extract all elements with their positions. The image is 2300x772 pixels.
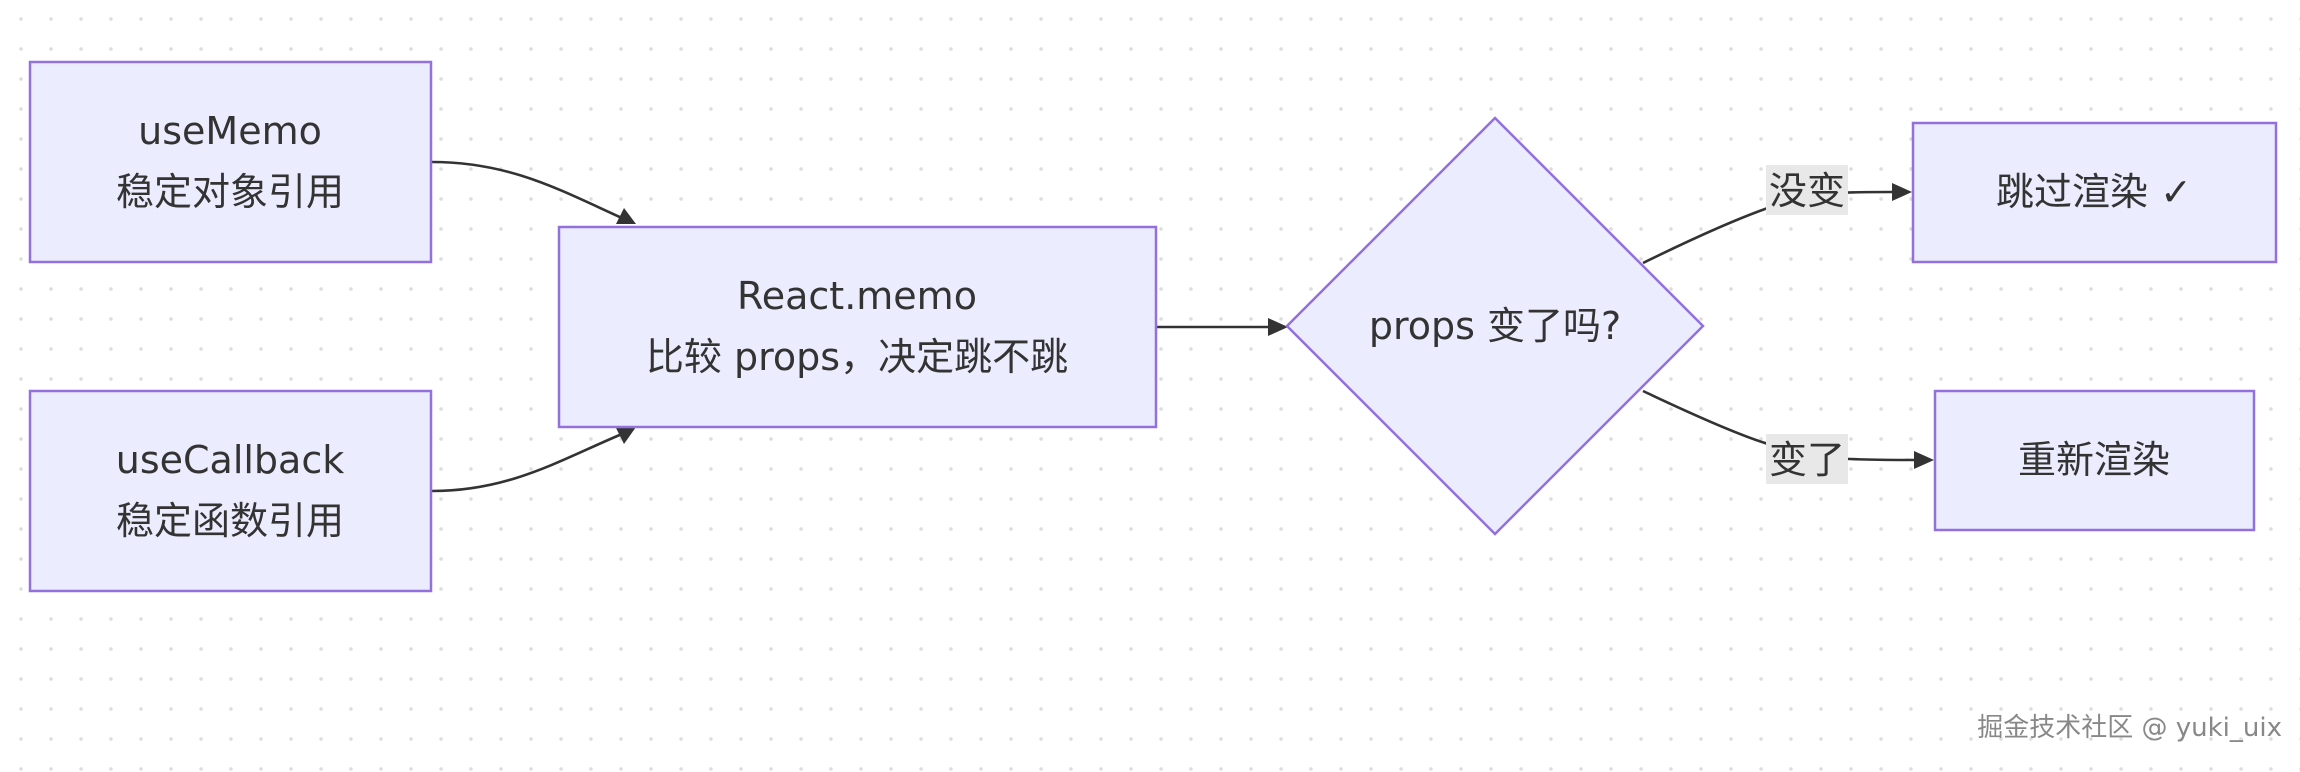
- node-decision: props 变了吗?: [1285, 116, 1705, 536]
- node-label: 重新渲染: [2018, 438, 2170, 482]
- edge-usecallback-to-reactmemo: [431, 432, 623, 493]
- arrow-head: [616, 427, 636, 444]
- node-label: 跳过渲染 ✓: [1996, 170, 2192, 214]
- arrow-head: [616, 208, 636, 224]
- edge-label-background: [1766, 165, 1848, 215]
- node-box: [1933, 389, 2256, 532]
- edge-label-changed: 变了: [1766, 434, 1848, 484]
- edges: [431, 160, 1934, 493]
- edge-label-background: [1766, 434, 1848, 484]
- watermark-text: 掘金技术社区 @ yuki_uix: [1977, 713, 2282, 743]
- edge-label-text: 变了: [1769, 438, 1845, 482]
- arrow-head: [1268, 318, 1288, 336]
- node-skip-render: 跳过渲染 ✓: [1911, 121, 2278, 264]
- edge-label-text: 没变: [1769, 169, 1845, 213]
- node-react-memo: React.memo 比较 props，决定跳不跳: [557, 225, 1158, 429]
- node-box: [28, 60, 433, 264]
- edge-decision-to-rerender: [1642, 389, 1915, 462]
- edge-label-unchanged: 没变: [1766, 165, 1848, 215]
- node-title: React.memo: [737, 274, 977, 318]
- arrow-head: [1914, 451, 1934, 469]
- node-box: [1911, 121, 2278, 264]
- arrow-head: [1892, 183, 1912, 201]
- node-rerender: 重新渲染: [1933, 389, 2256, 532]
- node-box: [28, 389, 433, 593]
- node-title: useCallback: [116, 438, 345, 482]
- node-usecallback: useCallback 稳定函数引用: [28, 389, 433, 593]
- node-usememo: useMemo 稳定对象引用: [28, 60, 433, 264]
- node-subtitle: 比较 props，决定跳不跳: [646, 335, 1068, 379]
- node-subtitle: 稳定函数引用: [116, 499, 344, 543]
- node-title: useMemo: [138, 109, 322, 153]
- node-box: [557, 225, 1158, 429]
- decision-diamond: [1285, 116, 1705, 536]
- node-subtitle: 稳定对象引用: [116, 170, 344, 214]
- decision-label: props 变了吗?: [1369, 304, 1621, 348]
- edge-usememo-to-reactmemo: [431, 160, 623, 220]
